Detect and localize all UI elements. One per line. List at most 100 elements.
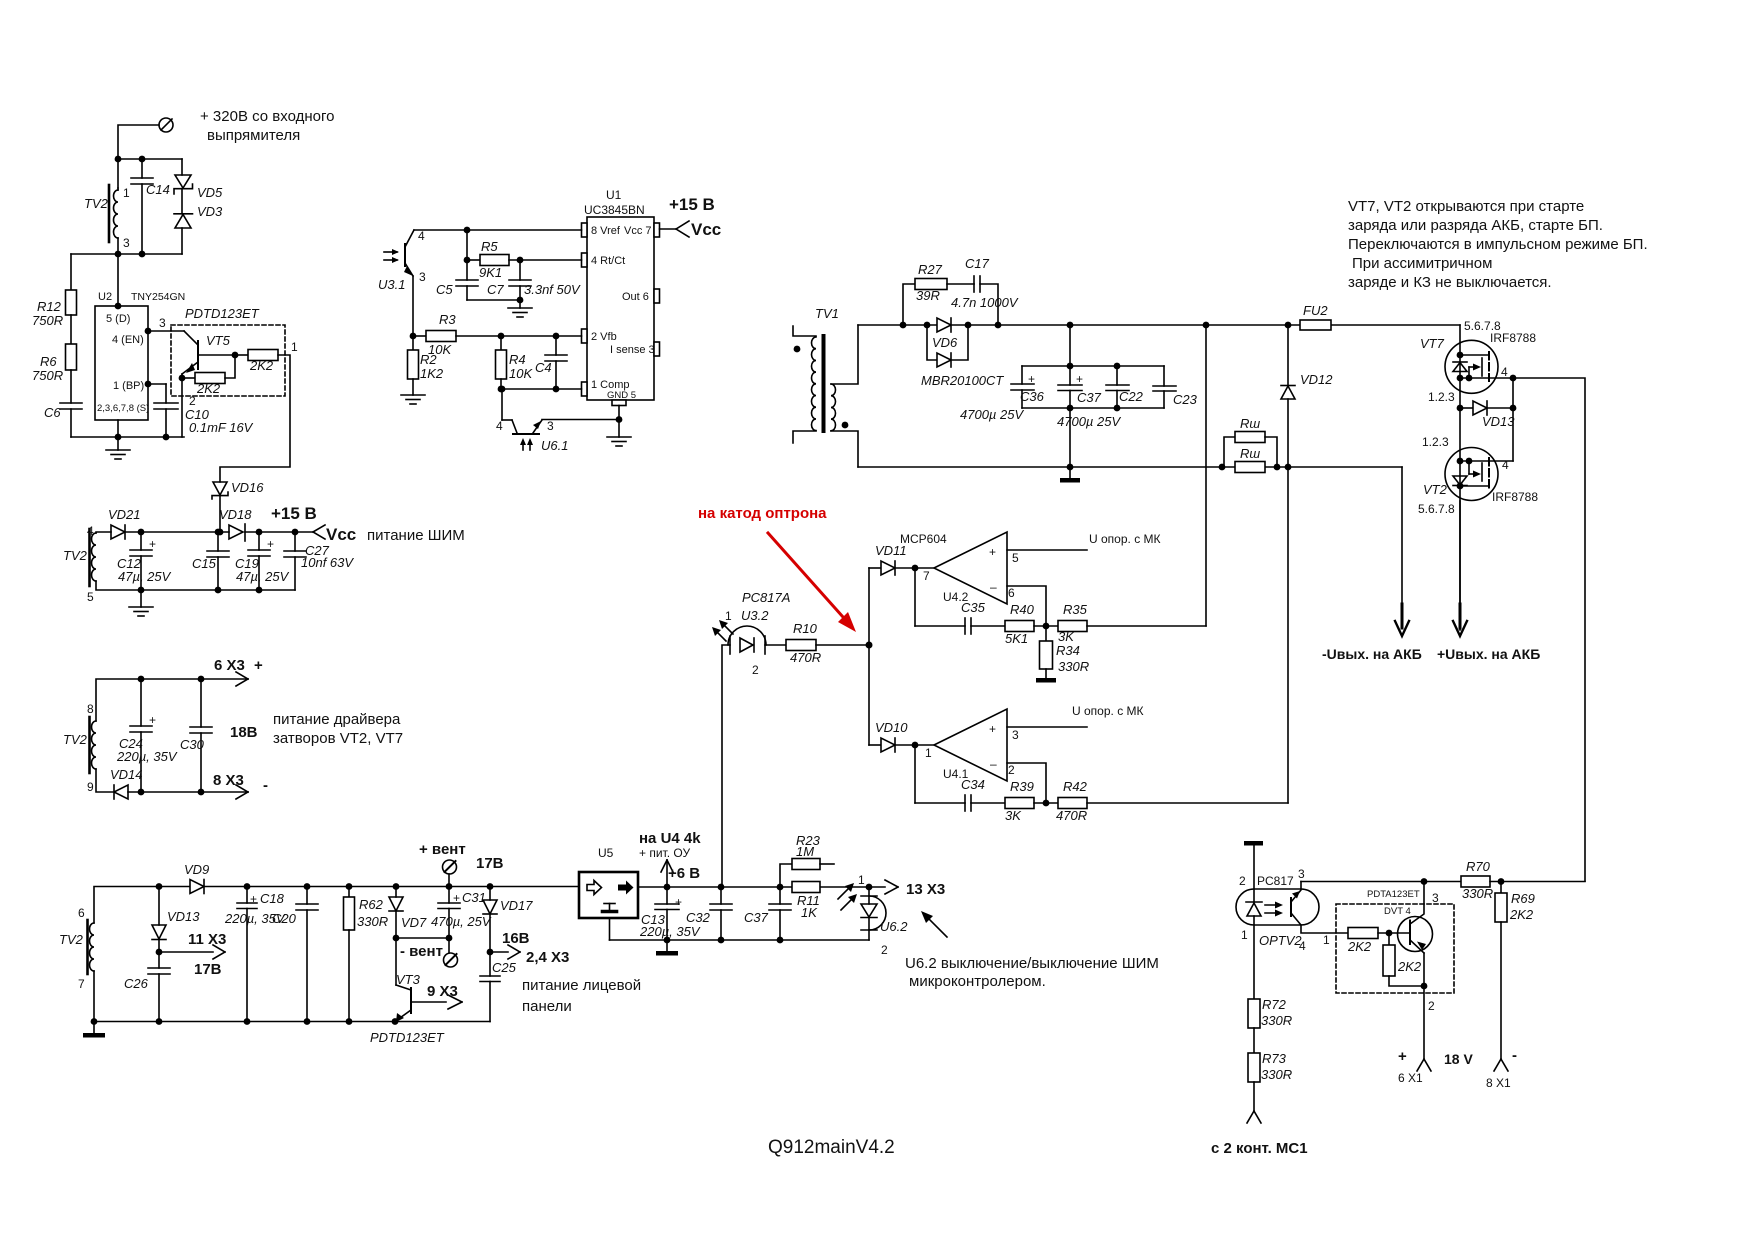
svg-text:R69: R69 [1511,891,1535,906]
svg-text:2: 2 [1428,999,1435,1013]
svg-text:1M: 1M [796,844,814,859]
svg-text:заряде и КЗ не выключается.: заряде и КЗ не выключается. [1348,274,1552,291]
svg-text:8 Vref: 8 Vref [591,225,621,237]
svg-text:4 Rt/Ct: 4 Rt/Ct [591,255,625,267]
svg-text:R35: R35 [1063,602,1088,617]
svg-text:220µ, 35V: 220µ, 35V [116,749,178,764]
svg-text:R5: R5 [481,239,498,254]
svg-text:C14: C14 [146,182,170,197]
svg-text:TNY254GN: TNY254GN [131,291,185,303]
svg-text:9 X3: 9 X3 [427,983,458,1000]
svg-text:R62: R62 [359,897,384,912]
svg-text:VD3: VD3 [197,204,223,219]
svg-text:3: 3 [1298,867,1305,881]
svg-text:U5: U5 [598,846,614,860]
svg-text:U3.2: U3.2 [741,608,769,623]
svg-text:2 Vfb: 2 Vfb [591,331,617,343]
svg-text:FU2: FU2 [1303,303,1328,318]
svg-text:+: + [1028,372,1035,386]
svg-text:микроконтролером.: микроконтролером. [909,973,1046,990]
svg-text:C10: C10 [185,407,210,422]
svg-text:10nf 63V: 10nf 63V [301,555,354,570]
svg-text:1: 1 [925,746,932,760]
svg-text:1: 1 [1323,933,1330,947]
svg-text:VT5: VT5 [206,333,231,348]
svg-text:C6: C6 [44,405,61,420]
svg-text:5: 5 [1012,551,1019,565]
svg-text:2K2: 2K2 [1347,939,1372,954]
svg-text:заряда или разряда АКБ, старте: заряда или разряда АКБ, старте БП. [1348,217,1603,234]
svg-text:5.6.7.8: 5.6.7.8 [1418,502,1455,516]
svg-text:- вент: - вент [400,943,443,960]
svg-text:TV1: TV1 [815,306,839,321]
svg-text:C20: C20 [272,911,297,926]
svg-text:C27: C27 [305,543,330,558]
svg-text:330R: 330R [1261,1067,1292,1082]
svg-text:6: 6 [1008,586,1015,600]
svg-text:C31: C31 [462,890,486,905]
svg-text:1 (BP): 1 (BP) [113,380,144,392]
svg-text:10K: 10K [509,366,533,381]
svg-text:R12: R12 [37,299,62,314]
svg-text:5K1: 5K1 [1005,631,1028,646]
svg-text:4: 4 [496,419,503,433]
svg-text:C12: C12 [117,556,142,571]
svg-text:+: + [267,537,274,551]
svg-text:16В: 16В [502,930,530,947]
svg-text:4: 4 [1299,939,1306,953]
svg-text:питание ШИМ: питание ШИМ [367,527,465,544]
svg-text:2K2: 2K2 [1509,907,1534,922]
svg-text:1: 1 [725,609,732,623]
svg-text:+Uвых. на АКБ: +Uвых. на АКБ [1437,646,1540,662]
svg-text:2,4 X3: 2,4 X3 [526,949,569,966]
svg-text:8 X3: 8 X3 [213,772,244,789]
svg-text:C18: C18 [260,891,285,906]
svg-text:2K2: 2K2 [249,358,274,373]
svg-text:3: 3 [159,316,166,330]
svg-text:C5: C5 [436,282,453,297]
svg-text:C37: C37 [1077,390,1102,405]
svg-text:R42: R42 [1063,779,1088,794]
svg-text:+: + [453,891,460,905]
svg-text:3K: 3K [1058,629,1075,644]
svg-text:C26: C26 [124,976,149,991]
svg-text:2K2: 2K2 [1397,959,1422,974]
svg-text:PDTD123ET: PDTD123ET [370,1030,445,1045]
svg-text:750R: 750R [32,313,63,328]
svg-text:C4: C4 [535,360,552,375]
svg-text:VD14: VD14 [110,767,143,782]
svg-text:-: - [263,777,268,794]
svg-text:R39: R39 [1010,779,1034,794]
svg-text:Out 6: Out 6 [622,291,649,303]
svg-text:330R: 330R [1261,1013,1292,1028]
svg-text:+: + [675,895,682,909]
svg-text:VD5: VD5 [197,185,223,200]
svg-text:+: + [989,545,996,559]
svg-text:1: 1 [1241,928,1248,942]
svg-text:2: 2 [189,394,196,408]
svg-text:IRF8788: IRF8788 [1492,490,1538,504]
svg-text:Vcc: Vcc [691,220,721,239]
svg-text:VD21: VD21 [108,507,141,522]
svg-text:VD11: VD11 [875,543,907,558]
svg-text:C36: C36 [1020,389,1045,404]
svg-text:9: 9 [87,780,94,794]
svg-text:4: 4 [1501,365,1508,379]
svg-text:U1: U1 [606,188,622,202]
svg-text:39R: 39R [916,288,940,303]
svg-text:1K2: 1K2 [420,366,444,381]
svg-text:При ассимитричном: При ассимитричном [1352,255,1492,272]
svg-text:4.7n 1000V: 4.7n 1000V [951,295,1019,310]
svg-text:220µ, 35V: 220µ, 35V [224,911,286,926]
svg-text:4700µ 25V: 4700µ 25V [1057,414,1121,429]
svg-text:VD12: VD12 [1300,372,1333,387]
svg-text:47µ, 25V: 47µ, 25V [236,569,290,584]
svg-text:Переключаются в импульсном реж: Переключаются в импульсном режиме БП. [1348,236,1648,253]
svg-text:на катод оптрона: на катод оптрона [698,505,827,522]
svg-text:3: 3 [419,270,426,284]
svg-text:DVT 4: DVT 4 [1384,906,1411,917]
svg-text:TV2: TV2 [84,196,109,211]
svg-text:VT7: VT7 [1420,336,1445,351]
svg-text:+ 320В со входного: + 320В со входного [200,108,334,125]
svg-text:C35: C35 [961,600,986,615]
